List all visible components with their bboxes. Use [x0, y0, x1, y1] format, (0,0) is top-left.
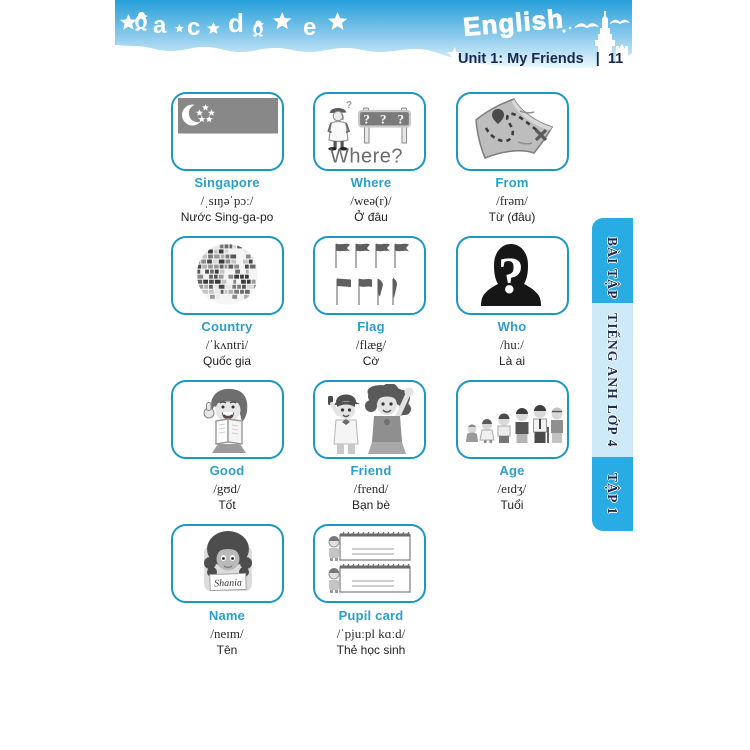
svg-text:Shania: Shania	[214, 578, 242, 590]
svg-text:e: e	[303, 14, 316, 41]
svg-text:c: c	[187, 14, 200, 41]
svg-text:Where?: Where?	[330, 146, 403, 167]
svg-text:?: ?	[498, 248, 524, 305]
svg-text:?: ?	[380, 112, 387, 127]
svg-text:?: ?	[346, 100, 352, 111]
svg-text:?: ?	[364, 112, 371, 127]
svg-text:d: d	[228, 8, 244, 38]
svg-text:a: a	[153, 12, 167, 39]
svg-text:Unit 1: My Friends | 11: Unit 1: My Friends | 11	[458, 51, 623, 67]
svg-text:?: ?	[398, 112, 405, 127]
